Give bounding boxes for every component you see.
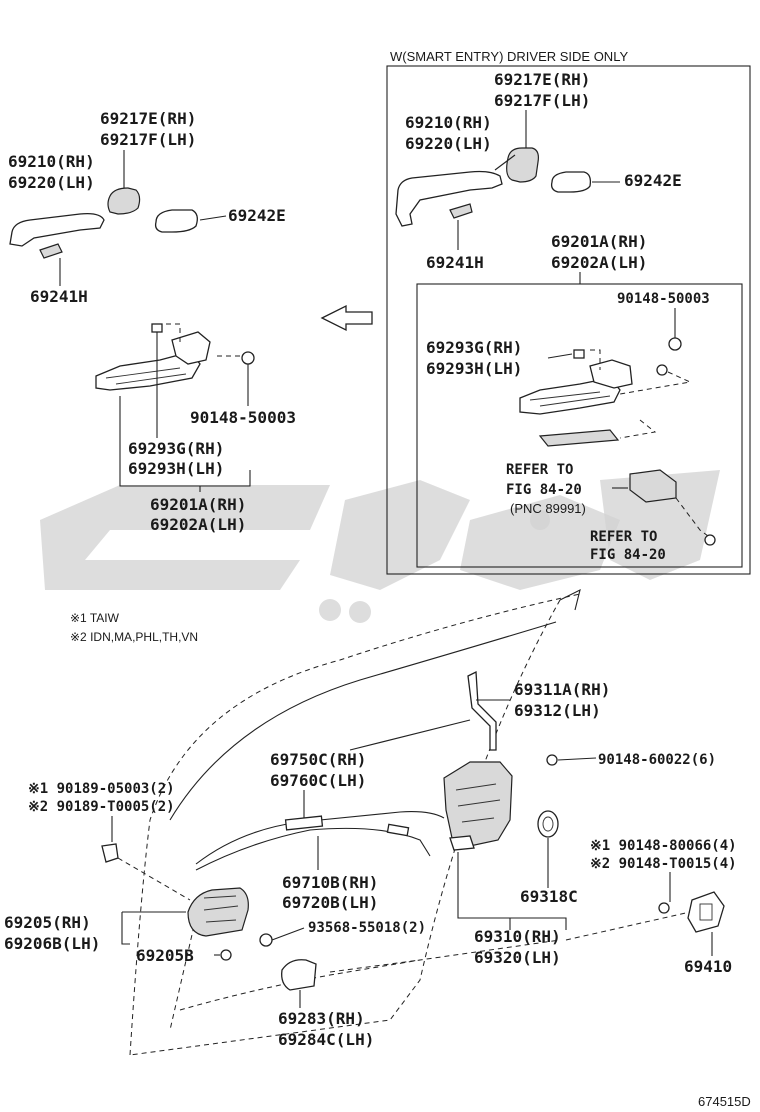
std-frame-rh: 69201A(RH) <box>150 495 246 514</box>
standard-handle-section: 69217E(RH) 69217F(LH) 69210(RH) 69220(LH… <box>8 109 296 534</box>
lock-lh: 69320(LH) <box>474 948 561 967</box>
rod-lh: 69312(LH) <box>514 701 601 720</box>
figure-code: 674515D <box>698 1094 751 1109</box>
se-refer1-c: (PNC 89991) <box>510 501 586 516</box>
std-pad2: 69241H <box>30 287 88 306</box>
cable-lh: 69760C(LH) <box>270 771 366 790</box>
clip-2: ※2 90189-T0005(2) <box>28 799 175 815</box>
inside-handle-shape <box>187 887 249 937</box>
watermark-logo <box>40 470 720 623</box>
std-bolt: 90148-50003 <box>190 408 296 427</box>
se-refer2-a: REFER TO <box>590 529 657 545</box>
arrow-left-icon <box>320 304 373 332</box>
std-pad2-shape <box>39 243 63 259</box>
lock-lever-shape <box>449 835 475 851</box>
se-cap-rh: 69293G(RH) <box>426 338 522 357</box>
striker-shape <box>687 891 725 933</box>
inside-rh: 69205(RH) <box>4 913 91 932</box>
se-pad2-shape <box>449 203 473 219</box>
inside-lh: 69206B(LH) <box>4 934 100 953</box>
cable-sleeve <box>284 815 324 831</box>
cable2-lh: 69720B(LH) <box>282 893 378 912</box>
cover-shape <box>281 959 317 991</box>
std-cover-rh: 69217E(RH) <box>100 109 196 128</box>
std-frame-lh: 69202A(LH) <box>150 515 246 534</box>
clip-1: ※1 90189-05003(2) <box>28 781 175 797</box>
std-frame-shape <box>95 351 201 391</box>
se-antenna-shape <box>538 429 620 447</box>
se-handle-cover-shape <box>506 147 539 183</box>
se-cover-rh: 69217E(RH) <box>494 70 590 89</box>
se-frame-rh: 69201A(RH) <box>551 232 647 251</box>
std-frame-upper <box>171 331 211 365</box>
grommet: 69318C <box>520 887 578 906</box>
se-cover-lh: 69217F(LH) <box>494 91 590 110</box>
se-handle-rh: 69210(RH) <box>405 113 492 132</box>
std-cover-lh: 69217F(LH) <box>100 130 196 149</box>
screw2-2: ※2 90148-T0015(4) <box>590 856 737 872</box>
cover2-rh: 69283(RH) <box>278 1009 365 1028</box>
std-handle-rh: 69210(RH) <box>8 152 95 171</box>
se-screw2-icon <box>704 534 716 546</box>
se-cap-icon <box>573 349 585 359</box>
se-pad2: 69241H <box>426 253 484 272</box>
std-outside-handle-shape <box>9 212 105 247</box>
se-pad-shape <box>550 171 592 193</box>
cable2-rh: 69710B(RH) <box>282 873 378 892</box>
std-cap-icon <box>151 323 163 333</box>
rod-rh: 69311A(RH) <box>514 680 610 699</box>
std-handle-lh: 69220(LH) <box>8 173 95 192</box>
note-1: ※1 TAIW <box>70 611 120 625</box>
cable-rh: 69750C(RH) <box>270 750 366 769</box>
se-frame-lh: 69202A(LH) <box>551 253 647 272</box>
se-outside-handle-shape <box>395 170 503 227</box>
std-pad: 69242E <box>228 206 286 225</box>
smart-entry-header: W(SMART ENTRY) DRIVER SIDE ONLY <box>390 49 628 64</box>
bezel-screw-icon <box>220 949 232 961</box>
screw: 90148-60022(6) <box>598 752 716 768</box>
se-cap-lh: 69293H(LH) <box>426 359 522 378</box>
door-parts <box>101 670 725 1008</box>
std-pad-shape <box>154 209 198 233</box>
screw-icon <box>546 754 558 766</box>
cable-shape <box>195 811 445 865</box>
std-cap-rh: 69293G(RH) <box>128 439 224 458</box>
bezel-b: 69205B <box>136 946 194 965</box>
se-bolt-icon <box>668 337 682 351</box>
std-handle-cover-shape <box>107 187 141 215</box>
striker: 69410 <box>684 957 732 976</box>
cover2-lh: 69284C(LH) <box>278 1030 374 1049</box>
smart-entry-section: W(SMART ENTRY) DRIVER SIDE ONLY 69217E(R… <box>386 49 751 575</box>
smart-entry-frame <box>386 65 751 575</box>
door-outline <box>129 588 581 1056</box>
cable-sleeve2 <box>386 823 410 837</box>
lock-rod-shape <box>467 670 497 751</box>
se-refer1-a: REFER TO <box>506 462 573 478</box>
se-bolt: 90148-50003 <box>617 291 710 307</box>
std-bolt-icon <box>241 351 255 365</box>
screw3-icon <box>259 933 273 947</box>
note-2: ※2 IDN,MA,PHL,TH,VN <box>70 630 198 644</box>
striker-screw-icon <box>658 902 670 914</box>
clip-icon <box>101 843 119 863</box>
se-screw-icon <box>656 364 668 376</box>
lock-rh: 69310(RH) <box>474 927 561 946</box>
door-lock-shape <box>443 761 513 847</box>
se-refer2-b: FIG 84-20 <box>590 547 666 563</box>
se-handle-lh: 69220(LH) <box>405 134 492 153</box>
screw3: 93568-55018(2) <box>308 920 426 936</box>
se-refer1-b: FIG 84-20 <box>506 482 582 498</box>
grommet-shape <box>537 810 559 838</box>
screw2-1: ※1 90148-80066(4) <box>590 838 737 854</box>
std-cap-lh: 69293H(LH) <box>128 459 224 478</box>
se-pad: 69242E <box>624 171 682 190</box>
